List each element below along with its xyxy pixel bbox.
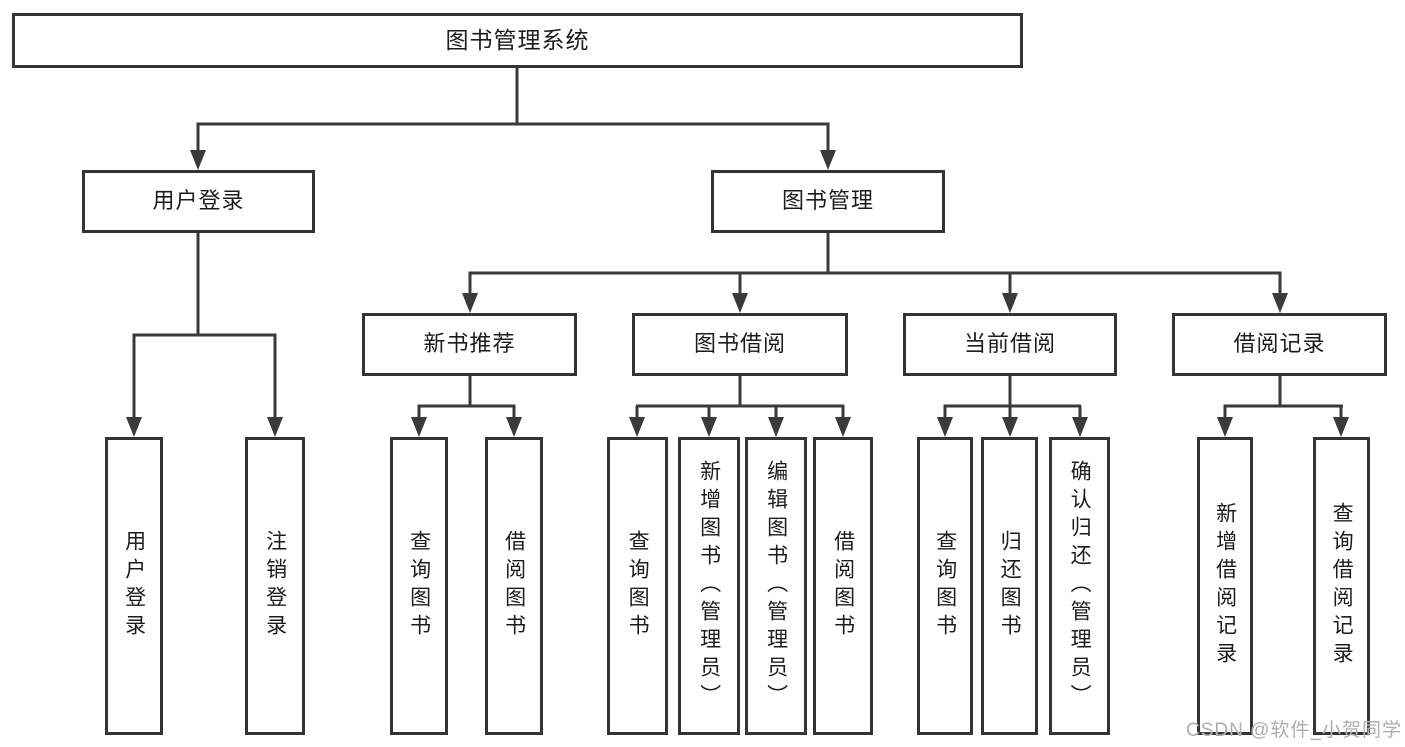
connector-root-to-level2: [190, 68, 836, 170]
csdn-watermark: CSDN @软件_小贺同学: [1186, 720, 1402, 741]
arrowhead: [126, 417, 142, 437]
arrowhead: [411, 417, 427, 437]
arrowhead: [768, 417, 784, 437]
leaf-add-borrow-record: 新增借阅记录: [1197, 437, 1253, 735]
arrowhead: [1002, 417, 1018, 437]
connector-book-borrow-children: [629, 376, 851, 437]
arrowhead: [629, 417, 645, 437]
leaf-borrow-books: 借阅图书: [813, 437, 873, 735]
connector-book-management-to-level3: [462, 233, 1288, 313]
leaf-confirm-return-admin: 确认归还（管理员）: [1049, 437, 1110, 735]
arrowhead: [732, 293, 748, 313]
node-current-borrowing: 当前借阅: [903, 313, 1117, 376]
node-user-login: 用户登录: [82, 170, 315, 233]
node-new-book-recommend: 新书推荐: [362, 313, 577, 376]
leaf-user-login: 用户登录: [105, 437, 163, 735]
leaf-query-books-borrow: 查询图书: [607, 437, 668, 735]
arrowhead: [1072, 417, 1088, 437]
arrowhead: [701, 417, 717, 437]
connector-borrow-record-children: [1217, 376, 1349, 437]
arrowhead: [506, 417, 522, 437]
connector-user-login-children: [126, 233, 283, 437]
leaf-logout: 注销登录: [245, 437, 305, 735]
leaf-return-books: 归还图书: [981, 437, 1038, 735]
leaf-borrow-books-recommend: 借阅图书: [485, 437, 543, 735]
arrowhead: [190, 150, 206, 170]
leaf-query-books-recommend: 查询图书: [390, 437, 448, 735]
arrowhead: [462, 293, 478, 313]
arrowhead: [820, 150, 836, 170]
node-borrowing-records: 借阅记录: [1172, 313, 1387, 376]
arrowhead: [1002, 293, 1018, 313]
node-root: 图书管理系统: [12, 13, 1023, 68]
leaf-edit-books-admin: 编辑图书（管理员）: [745, 437, 807, 735]
arrowhead: [937, 417, 953, 437]
leaf-query-borrow-record: 查询借阅记录: [1313, 437, 1370, 735]
arrowhead: [835, 417, 851, 437]
connector-new-book-children: [411, 376, 522, 437]
arrowhead: [1272, 293, 1288, 313]
arrowhead: [267, 417, 283, 437]
leaf-query-books-current: 查询图书: [917, 437, 973, 735]
arrowhead: [1333, 417, 1349, 437]
leaf-add-books-admin: 新增图书（管理员）: [678, 437, 740, 735]
node-book-management: 图书管理: [711, 170, 945, 233]
arrowhead: [1217, 417, 1233, 437]
connector-current-borrow-children: [937, 376, 1088, 437]
node-book-borrowing: 图书借阅: [632, 313, 848, 376]
